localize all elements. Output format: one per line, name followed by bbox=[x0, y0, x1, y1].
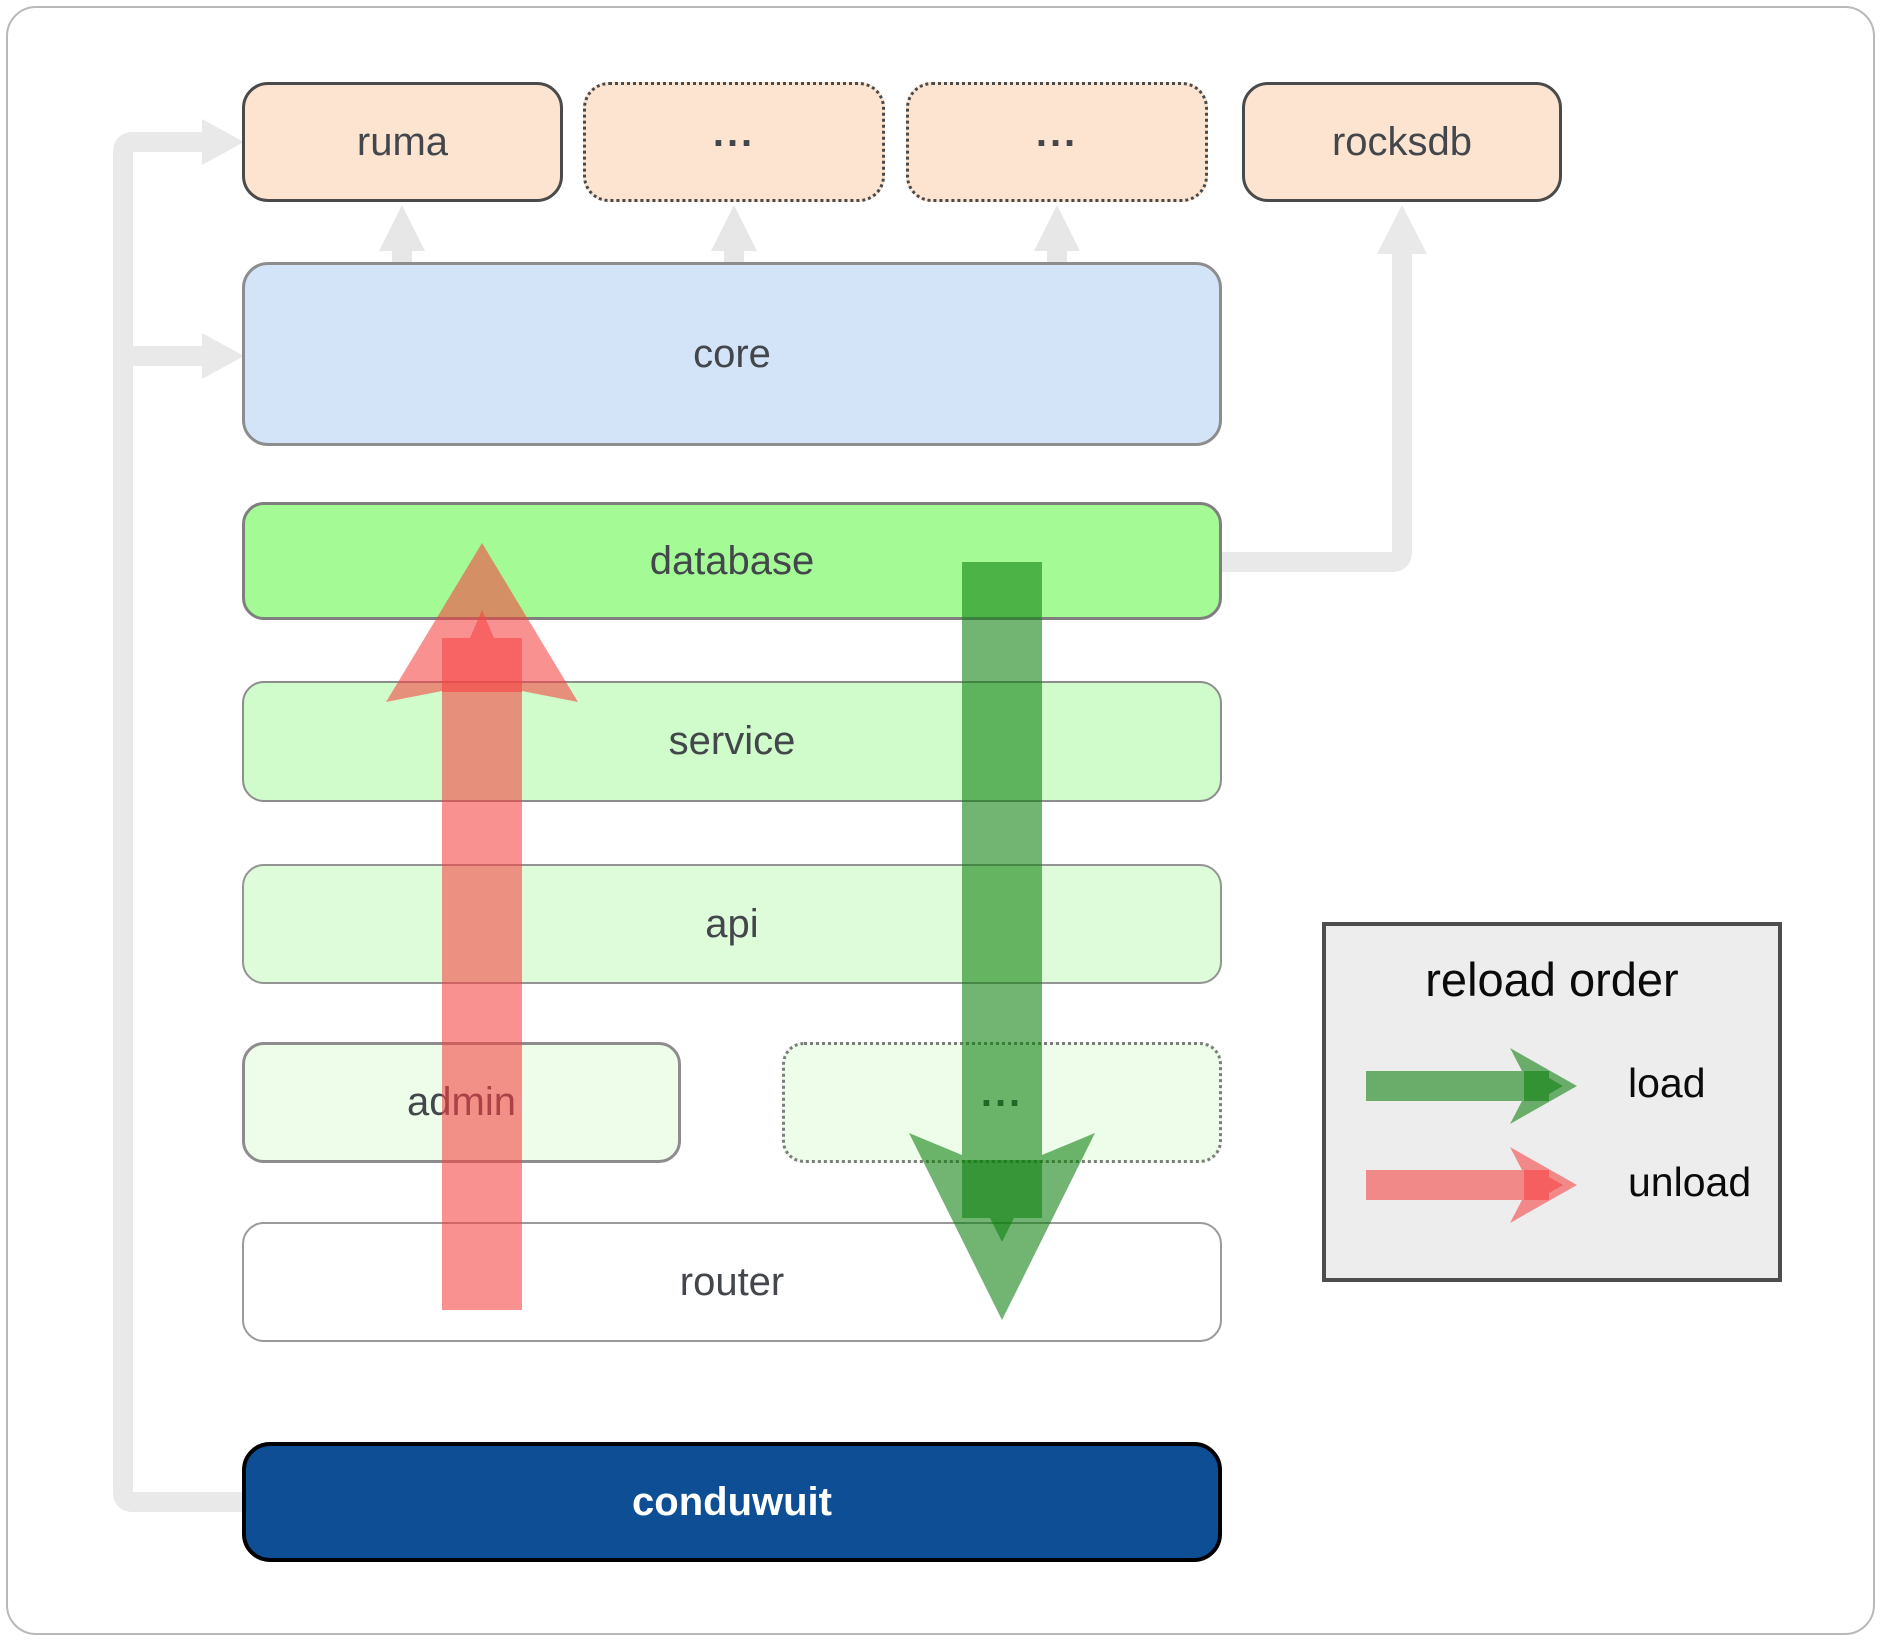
legend-load-label: load bbox=[1628, 1060, 1706, 1106]
node-rocksdb-label: rocksdb bbox=[1331, 119, 1473, 164]
node-rocksdb: rocksdb bbox=[1242, 82, 1562, 202]
node-ruma: ruma bbox=[242, 82, 563, 202]
node-ellipsis-top-left: ... bbox=[583, 82, 885, 202]
node-conduwuit-label: conduwuit bbox=[632, 1479, 832, 1524]
legend-box: reload order load unload bbox=[1322, 922, 1782, 1282]
legend-unload-label: unload bbox=[1628, 1159, 1752, 1205]
node-api-label: api bbox=[705, 901, 759, 946]
node-ruma-label: ruma bbox=[356, 119, 449, 164]
node-ellipsis-top-right: ... bbox=[906, 82, 1208, 202]
node-ellipsis-label: ... bbox=[1035, 110, 1079, 155]
node-router-label: router bbox=[679, 1259, 785, 1304]
node-core: core bbox=[242, 262, 1222, 446]
node-ellipsis-bottom: ... bbox=[782, 1042, 1222, 1163]
legend-arrow-layer bbox=[1366, 1048, 1577, 1223]
node-conduwuit: conduwuit bbox=[242, 1442, 1222, 1562]
node-admin: admin bbox=[242, 1042, 681, 1163]
node-admin-label: admin bbox=[407, 1080, 516, 1124]
node-service-label: service bbox=[668, 719, 796, 763]
node-ellipsis-label: ... bbox=[712, 110, 756, 155]
legend-title: reload order bbox=[1425, 953, 1679, 1006]
node-database: database bbox=[242, 502, 1222, 620]
node-core-label: core bbox=[693, 331, 771, 376]
legend-unload-arrow-icon bbox=[1366, 1147, 1577, 1223]
node-ellipsis-label: ... bbox=[980, 1071, 1024, 1115]
diagram-border bbox=[6, 6, 1875, 1635]
node-service: service bbox=[242, 681, 1222, 802]
legend-load-arrow-icon bbox=[1366, 1048, 1577, 1124]
node-database-label: database bbox=[649, 538, 815, 583]
node-router: router bbox=[242, 1222, 1222, 1342]
node-api: api bbox=[242, 864, 1222, 984]
